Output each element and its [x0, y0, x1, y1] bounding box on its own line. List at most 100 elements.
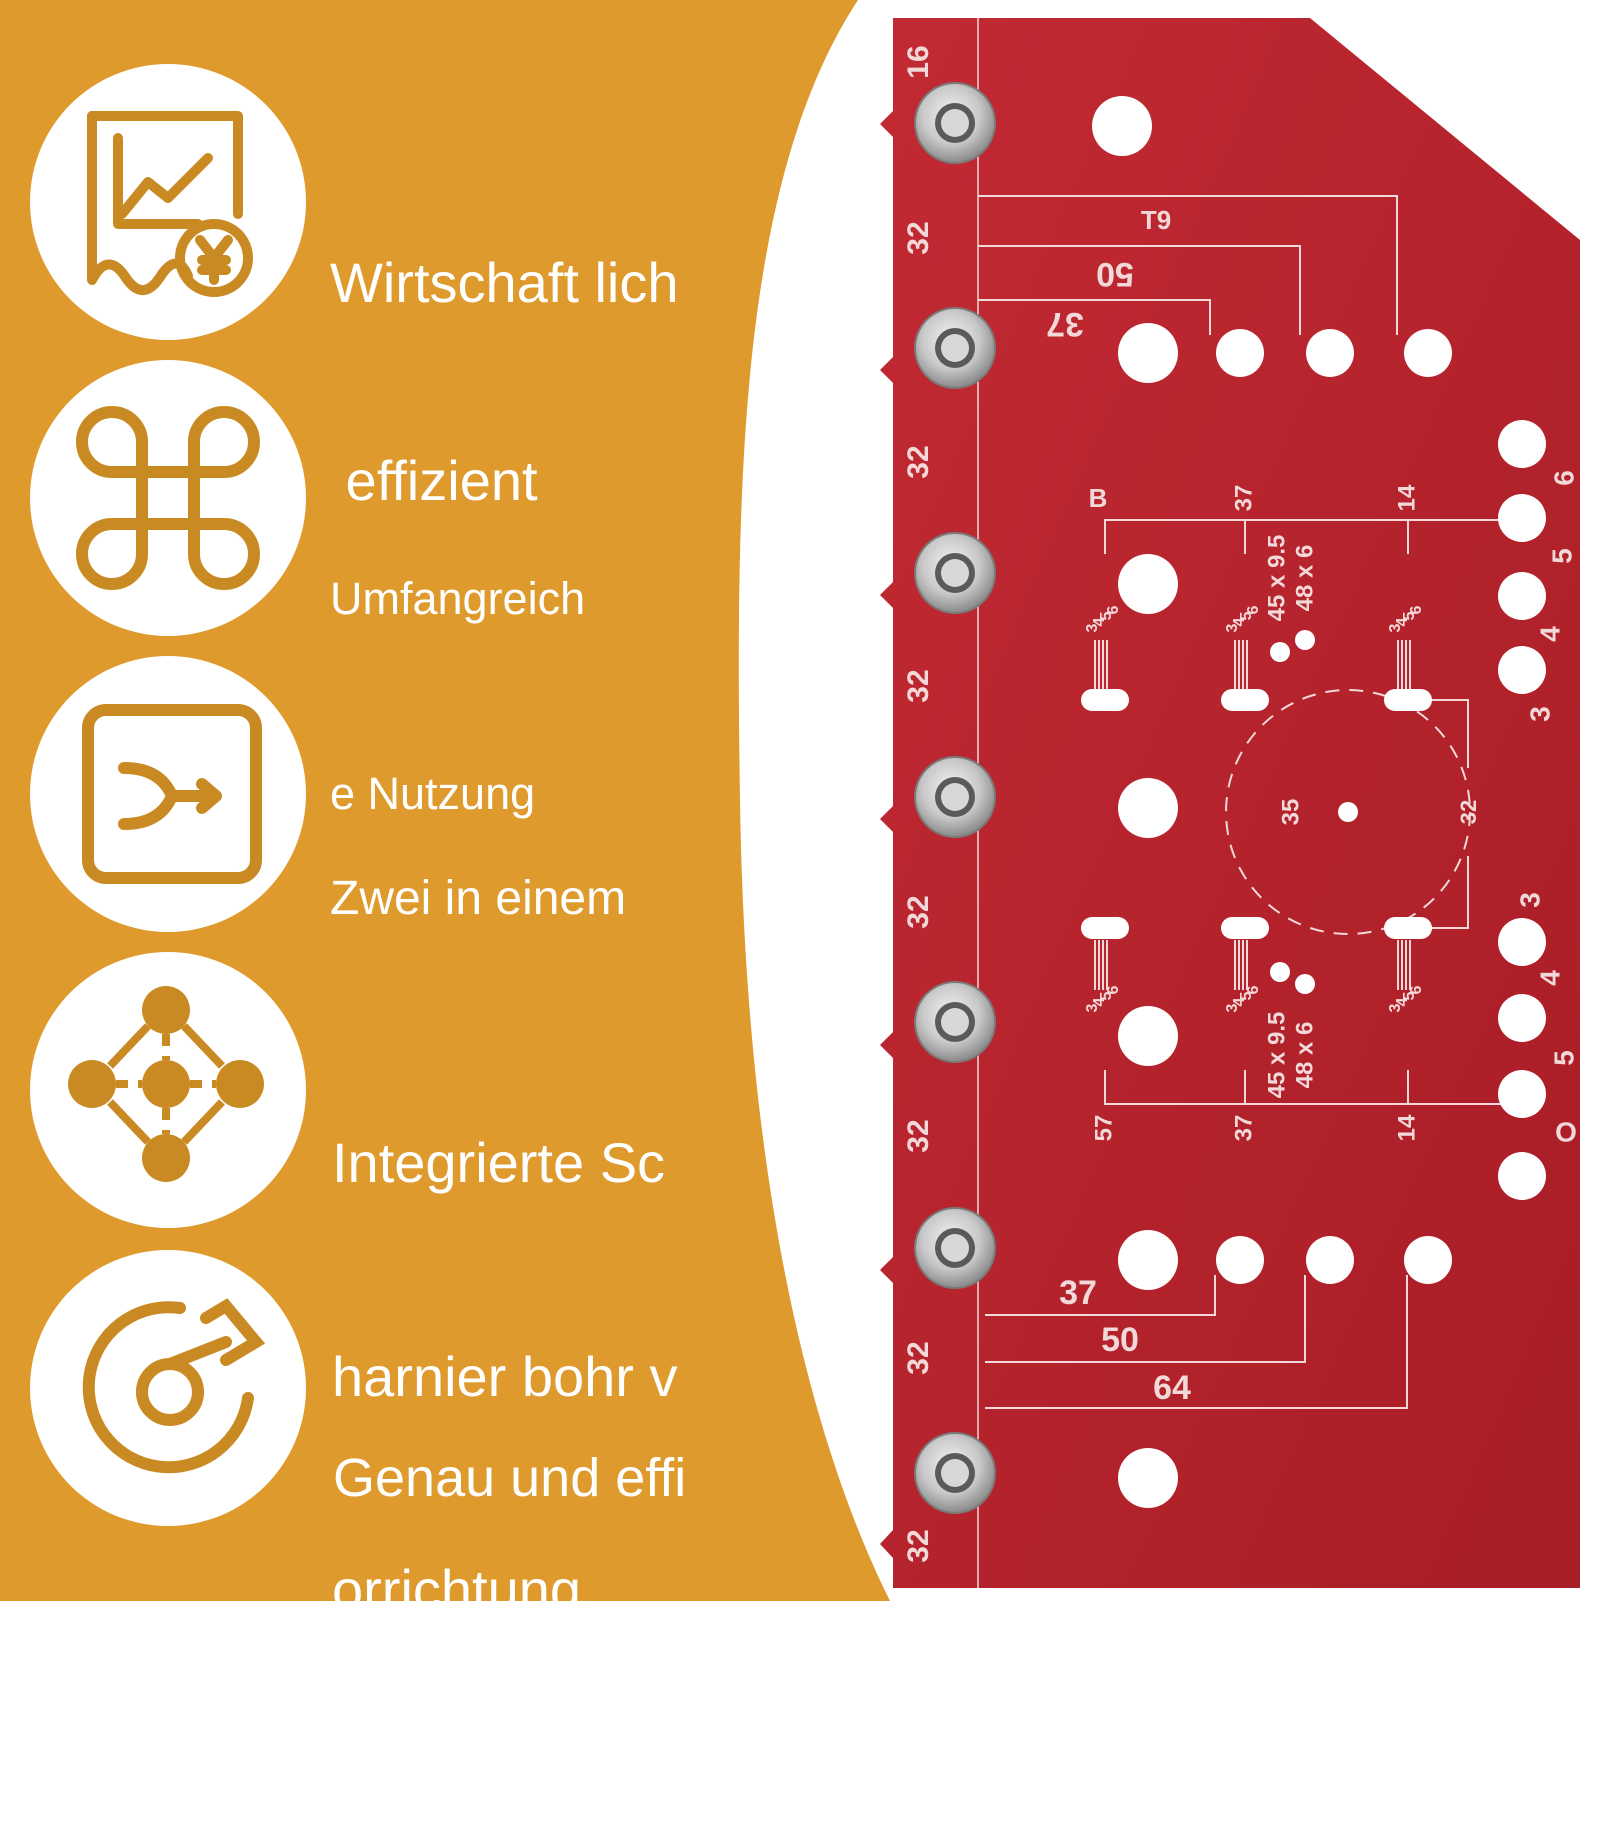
- drill-hole: [1216, 329, 1264, 377]
- drill-hole: [1295, 630, 1315, 650]
- bushing-bore-inner: [941, 109, 969, 137]
- engraved-label: 4: [1091, 997, 1108, 1006]
- engraved-label: 14: [1393, 484, 1420, 511]
- engraved-label: 3: [1387, 623, 1404, 632]
- engraved-label: 5: [1238, 991, 1255, 1000]
- engraved-lines: [978, 195, 1515, 1409]
- engraved-label: 6: [1408, 985, 1425, 994]
- drill-hole: [1216, 1236, 1264, 1284]
- engraved-line: [978, 245, 1301, 335]
- engraved-label: 5: [1546, 548, 1577, 564]
- engraved-line: [985, 1275, 1306, 1363]
- bushing-bore-inner: [941, 1008, 969, 1036]
- slot-hole: [1081, 689, 1129, 711]
- drill-hole: [1118, 554, 1178, 614]
- merge-arrow-icon: [30, 656, 306, 932]
- drill-hole: [1404, 1236, 1452, 1284]
- drill-hole: [1338, 802, 1358, 822]
- drill-hole: [1498, 572, 1546, 620]
- precision-spiral-icon: [30, 1250, 306, 1526]
- engraved-label: 32: [902, 221, 935, 254]
- slot-hole: [1384, 917, 1432, 939]
- engraved-label: 4: [1534, 626, 1565, 642]
- engraved-label: 48 x 6: [1291, 1022, 1318, 1089]
- feature-text-line: zient: [333, 1639, 448, 1700]
- engraved-label: T9: [1141, 205, 1171, 235]
- engraved-label: 5: [1548, 1050, 1579, 1066]
- engraved-label: 6: [1408, 605, 1425, 614]
- engraved-label: 6: [1548, 470, 1579, 486]
- engraved-label: 37: [1230, 1115, 1257, 1142]
- engraved-line: [1430, 856, 1469, 929]
- engraved-label: 3: [1224, 1003, 1241, 1012]
- engraved-label: 57: [1090, 1115, 1117, 1142]
- engraved-label: 6: [1105, 985, 1122, 994]
- engraved-label: 4: [1231, 617, 1248, 626]
- engraved-label: 6: [1105, 605, 1122, 614]
- drill-hole: [1270, 962, 1290, 982]
- engraved-label: 5: [1401, 611, 1418, 620]
- engraved-label: 32: [902, 445, 935, 478]
- bushing-bore-inner: [941, 1234, 969, 1262]
- feature-text-line: Integrierte Sc: [332, 1131, 666, 1195]
- engraved-label: 14: [1393, 1114, 1420, 1141]
- engraved-label: 45 x 9.5: [1263, 535, 1290, 622]
- drill-hole: [1498, 1152, 1546, 1200]
- feature-text-1: Wirtschaft lich effizient: [330, 118, 679, 647]
- engraved-label: 3: [1084, 1003, 1101, 1012]
- engraved-label: 5: [1401, 991, 1418, 1000]
- product-image: Wirtschaft lich effizient Umfangreich e …: [0, 0, 1580, 1601]
- feature-text-line: harnier bohr v: [332, 1344, 678, 1408]
- engraved-label: 4: [1394, 617, 1411, 626]
- engraved-label: 32: [902, 669, 935, 702]
- engraved-line: [985, 1275, 1408, 1409]
- engraved-label: 4: [1231, 997, 1248, 1006]
- feature-text-line: Zwei in einem: [330, 872, 627, 926]
- network-nodes-icon: [30, 952, 306, 1228]
- engraved-label: 3: [1224, 623, 1241, 632]
- feature-text-3: Zwei in einem: [330, 758, 626, 1041]
- engraved-label: 35: [1277, 799, 1304, 826]
- drill-hole: [1498, 994, 1546, 1042]
- steel-bushings: [914, 82, 996, 1514]
- engraved-label: 4: [1091, 617, 1108, 626]
- engraved-label: 6: [1245, 985, 1262, 994]
- slot-hole: [1221, 917, 1269, 939]
- engraved-label: 16: [902, 45, 935, 78]
- engraved-label: 64: [1153, 1369, 1191, 1407]
- drill-holes: [1081, 96, 1546, 1508]
- drill-hole: [1498, 646, 1546, 694]
- slot-hole: [1221, 689, 1269, 711]
- engraved-line: [978, 195, 1398, 335]
- engraved-label: 32: [1456, 800, 1481, 824]
- drill-hole: [1498, 420, 1546, 468]
- drill-hole: [1118, 1230, 1178, 1290]
- engraved-line: [1430, 699, 1469, 768]
- bushing-bore-inner: [941, 1459, 969, 1487]
- feature-text-line: Wirtschaft lich: [330, 251, 679, 315]
- drill-hole: [1092, 96, 1152, 156]
- bushing-bore-inner: [941, 559, 969, 587]
- feature-text-line: e Nutzung: [330, 768, 536, 820]
- engraved-label: 45 x 9.5: [1263, 1012, 1290, 1099]
- engraved-line: [978, 299, 1211, 335]
- drill-hole: [1498, 494, 1546, 542]
- engraved-label: 4: [1534, 970, 1565, 986]
- engraved-label: 4: [1394, 997, 1411, 1006]
- drill-hole: [1498, 1070, 1546, 1118]
- slot-hole: [1081, 917, 1129, 939]
- engraved-label: B: [1089, 483, 1108, 513]
- feature-text-line: effizient: [330, 449, 538, 513]
- engraved-label: 32: [902, 895, 935, 928]
- drill-hole: [1306, 329, 1354, 377]
- engraved-line: [1104, 1070, 1515, 1105]
- engraved-label: 5: [1238, 611, 1255, 620]
- engraved-label: 37: [1059, 1274, 1097, 1312]
- engraved-label: 32: [902, 1341, 935, 1374]
- chart-receipt-yen-icon: [30, 64, 306, 340]
- drill-hole: [1498, 918, 1546, 966]
- feature-text-line: Umfangreich: [330, 572, 586, 624]
- engraved-label: 3: [1514, 892, 1545, 908]
- engraved-label: 3: [1084, 623, 1101, 632]
